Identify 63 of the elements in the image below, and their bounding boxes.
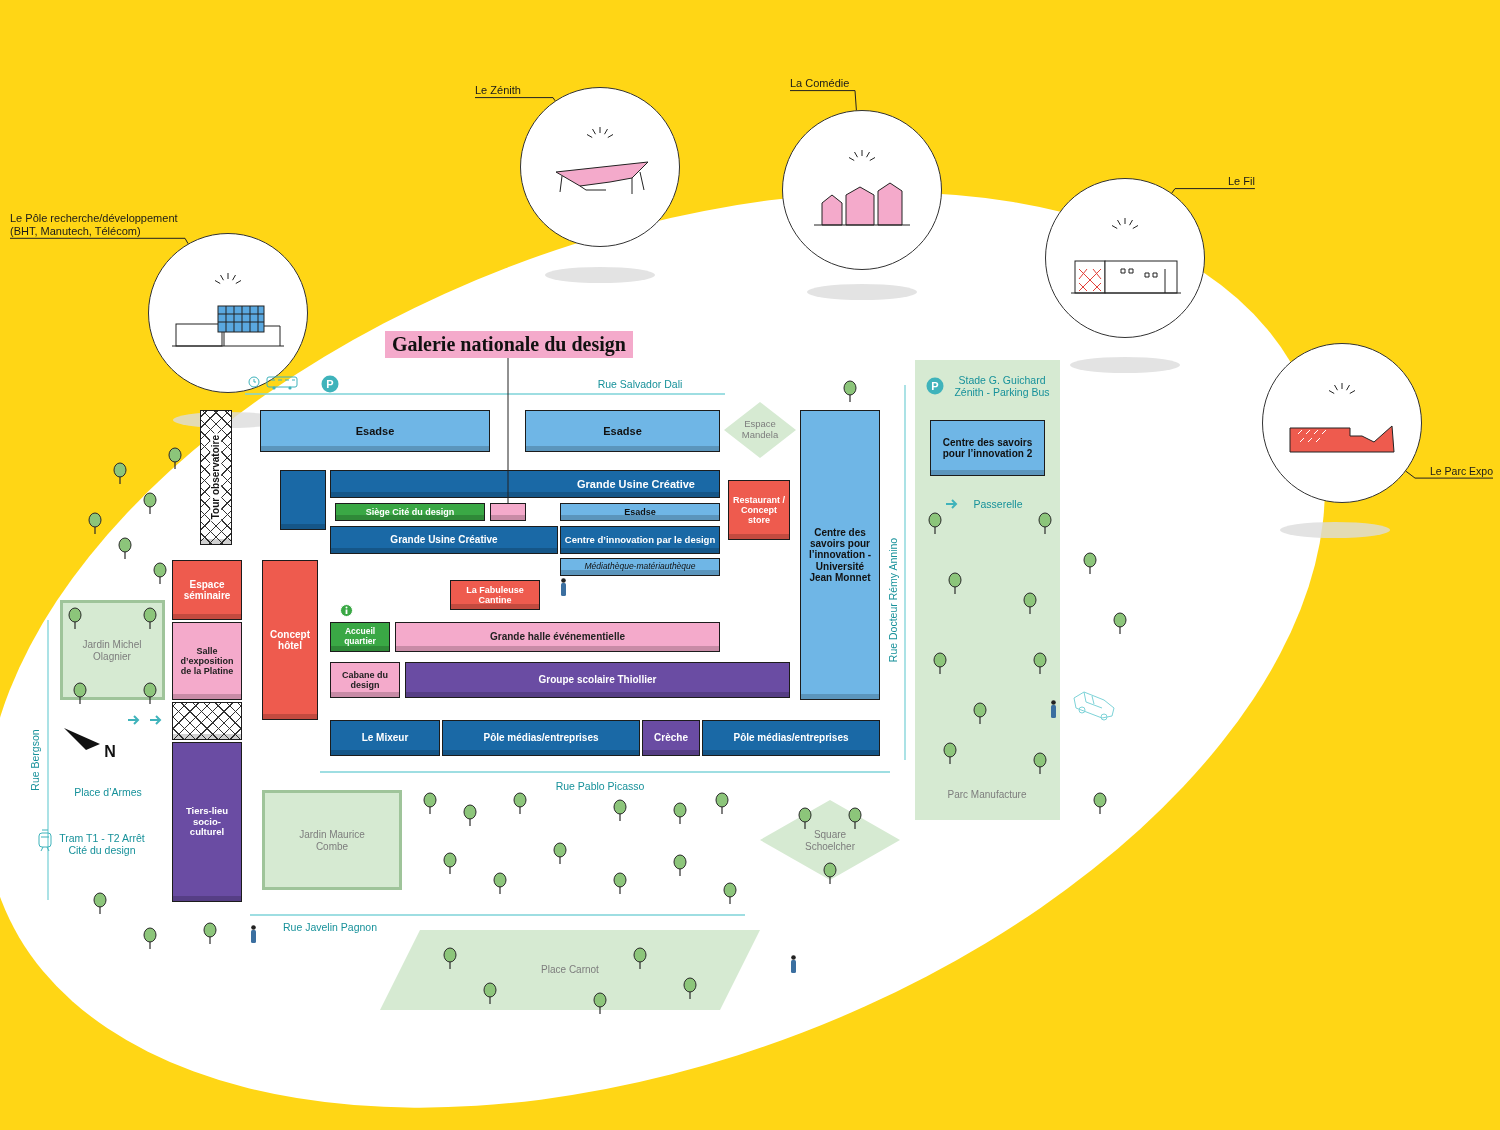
building: Concept hôtel [262, 560, 318, 720]
building: Restaurant / Concept store [728, 480, 790, 540]
place-label: Stade G. Guichard Zénith - Parking Bus [953, 373, 1051, 399]
place-label: Rue Pablo Picasso [555, 779, 645, 793]
building: Espace séminaire [172, 560, 242, 620]
building-name: Tour observatoire [210, 433, 222, 522]
building: Crèche [642, 720, 700, 756]
park-area [380, 930, 760, 1010]
building: Le Mixeur [330, 720, 440, 756]
building: Grande halle événementielle [395, 622, 720, 652]
leader-line [1171, 188, 1256, 194]
building: Esadse [525, 410, 720, 452]
building: Pôle médias/entreprises [702, 720, 880, 756]
leader-line [474, 97, 556, 102]
place-label: Rue Javelin Pagnon [283, 920, 377, 934]
place-label: Tram T1 - T2 Arrêt Cité du design [58, 831, 146, 857]
place-label: Rue Bergson [28, 729, 42, 791]
building: Siège Cité du design [335, 503, 485, 521]
leader-line [507, 357, 509, 504]
park-name: Square Schoelcher [804, 828, 856, 852]
place-label: Rue Salvador Dali [597, 377, 683, 391]
building [172, 702, 242, 740]
callout-label: Le Zénith [475, 84, 521, 97]
building: Salle d’exposition de la Platine [172, 622, 242, 700]
park-name: Place Carnot [540, 964, 600, 976]
building: Accueil quartier [330, 622, 390, 652]
building: Cabane du design [330, 662, 400, 698]
park-area [724, 402, 796, 458]
building: Médiathèque-matériauthèque [560, 558, 720, 576]
building: La Fabuleuse Cantine [450, 580, 540, 610]
park-area [262, 790, 402, 890]
park-name: Espace Mandela [740, 419, 780, 441]
leader-line [9, 237, 189, 245]
leader-line [1405, 470, 1494, 479]
callout-label: Le Pôle recherche/développement (BHT, Manutech, Télécom) [10, 212, 200, 238]
callout-label: Le Parc Expo [1430, 465, 1494, 478]
park-area [915, 360, 1060, 820]
place-label: Rue Docteur Rémy Annino [886, 537, 900, 663]
park-name: Parc Manufacture [946, 789, 1028, 801]
callout-label: La Comédie [790, 77, 850, 90]
place-label: Place d’Armes [74, 785, 142, 799]
building: Centre des savoirs pour l’innovation 2 [930, 420, 1045, 476]
callout-label: Le Fil [1228, 175, 1255, 188]
tower [200, 410, 232, 545]
building: Grande Usine Créative [330, 470, 720, 498]
park-name: Jardin Maurice Combe [298, 828, 366, 852]
building: Centre des savoirs pour l’innovation - Université Jean Monnet [800, 410, 880, 700]
park-name: Jardin Michel Olagnier [81, 638, 143, 662]
building: Centre d’innovation par le design [560, 526, 720, 554]
place-label: Passerelle [973, 497, 1023, 511]
building: Pôle médias/entreprises [442, 720, 640, 756]
park-area [60, 600, 165, 700]
building [280, 470, 326, 530]
building: Tiers-lieu socio-culturel [172, 742, 242, 902]
highlight-label: Galerie nationale du design [385, 331, 633, 358]
compass-letter: N [104, 742, 116, 762]
leader-line [789, 90, 857, 111]
building: Esadse [260, 410, 490, 452]
building: Groupe scolaire Thiollier [405, 662, 790, 698]
building: Esadse [560, 503, 720, 521]
building [490, 503, 526, 521]
building: Grande Usine Créative [330, 526, 558, 554]
park-area [760, 800, 900, 880]
